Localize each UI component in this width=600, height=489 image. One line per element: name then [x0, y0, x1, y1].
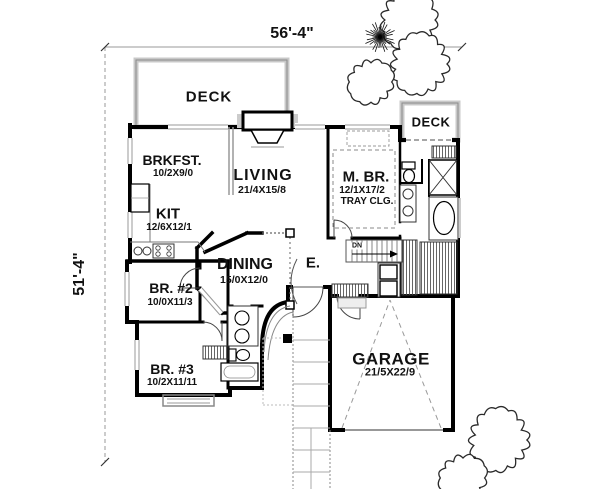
garage-marks	[337, 297, 442, 429]
fireplace	[237, 110, 298, 148]
stair-direction-arrow	[390, 250, 398, 258]
room-size-dining: 15/0X12/0	[220, 273, 268, 286]
room-label-breakfast: BRKFST.	[142, 152, 202, 168]
room-label-bedroom3: BR. #3	[150, 361, 194, 377]
stove	[152, 243, 175, 259]
closets	[202, 145, 458, 360]
tree-canopy	[389, 31, 451, 97]
tray-ceiling-outline	[332, 149, 396, 229]
dimension-height-label: 51'-4"	[71, 252, 88, 296]
doors	[179, 136, 452, 434]
bath-shelf	[431, 145, 457, 159]
room-label-bedroom2: BR. #2	[149, 280, 193, 296]
room-size-kitchen: 12/6X12/1	[146, 222, 192, 233]
master-closet	[419, 241, 458, 295]
room-label-entry: E.	[305, 254, 321, 272]
breakfast-living-divider	[228, 127, 234, 195]
washer	[379, 264, 398, 280]
room-size-garage: 21/5X22/9	[364, 366, 416, 379]
room-size-bedroom2: 10/0X11/3	[147, 297, 193, 308]
room-size-bedroom3: 10/2X11/11	[146, 377, 198, 388]
porch-post	[283, 334, 292, 343]
master-bath-fixtures	[399, 159, 459, 241]
dining-colonnade	[262, 228, 298, 310]
tree-canopy	[437, 453, 489, 489]
linen-closet	[401, 239, 418, 296]
entry-closet	[331, 283, 369, 298]
bay-window	[162, 394, 215, 407]
room-label-deck-right: DECK	[411, 114, 451, 130]
stairs-dn-label: DN	[350, 242, 364, 250]
room-label-master-bedroom: M. BR.	[342, 168, 390, 186]
laundry-appliances	[377, 262, 401, 298]
windows	[123, 123, 462, 370]
tree-canopy	[346, 58, 395, 106]
dimension-width-label: 56'-4"	[270, 25, 314, 42]
room-label-deck-top: DECK	[185, 88, 233, 106]
front-walkway	[262, 305, 331, 489]
hall-toilet	[228, 348, 237, 362]
room-label-dining: DINING	[217, 256, 273, 273]
landscaping	[346, 0, 531, 489]
hall-bath-fixtures	[220, 305, 259, 382]
toilet-fixture	[401, 161, 416, 170]
room-label-kitchen: KIT	[155, 205, 181, 223]
room-size-living: 21/4X15/8	[238, 183, 286, 196]
room-note-master-bedroom: TRAY CLG.	[340, 196, 394, 207]
bedroom3-closet	[202, 345, 229, 360]
hearth-outline	[346, 130, 390, 147]
room-label-living: LIVING	[233, 167, 293, 184]
kitchen-fixtures	[130, 183, 206, 259]
dryer	[379, 280, 398, 297]
room-label-garage: GARAGE	[352, 349, 430, 369]
room-size-breakfast: 10/2X9/0	[152, 168, 194, 179]
room-size-master-bedroom: 12/1X17/2	[339, 185, 385, 196]
kitchen-sink	[133, 246, 143, 256]
tree-canopy	[467, 405, 531, 474]
bush-starburst	[365, 21, 395, 53]
